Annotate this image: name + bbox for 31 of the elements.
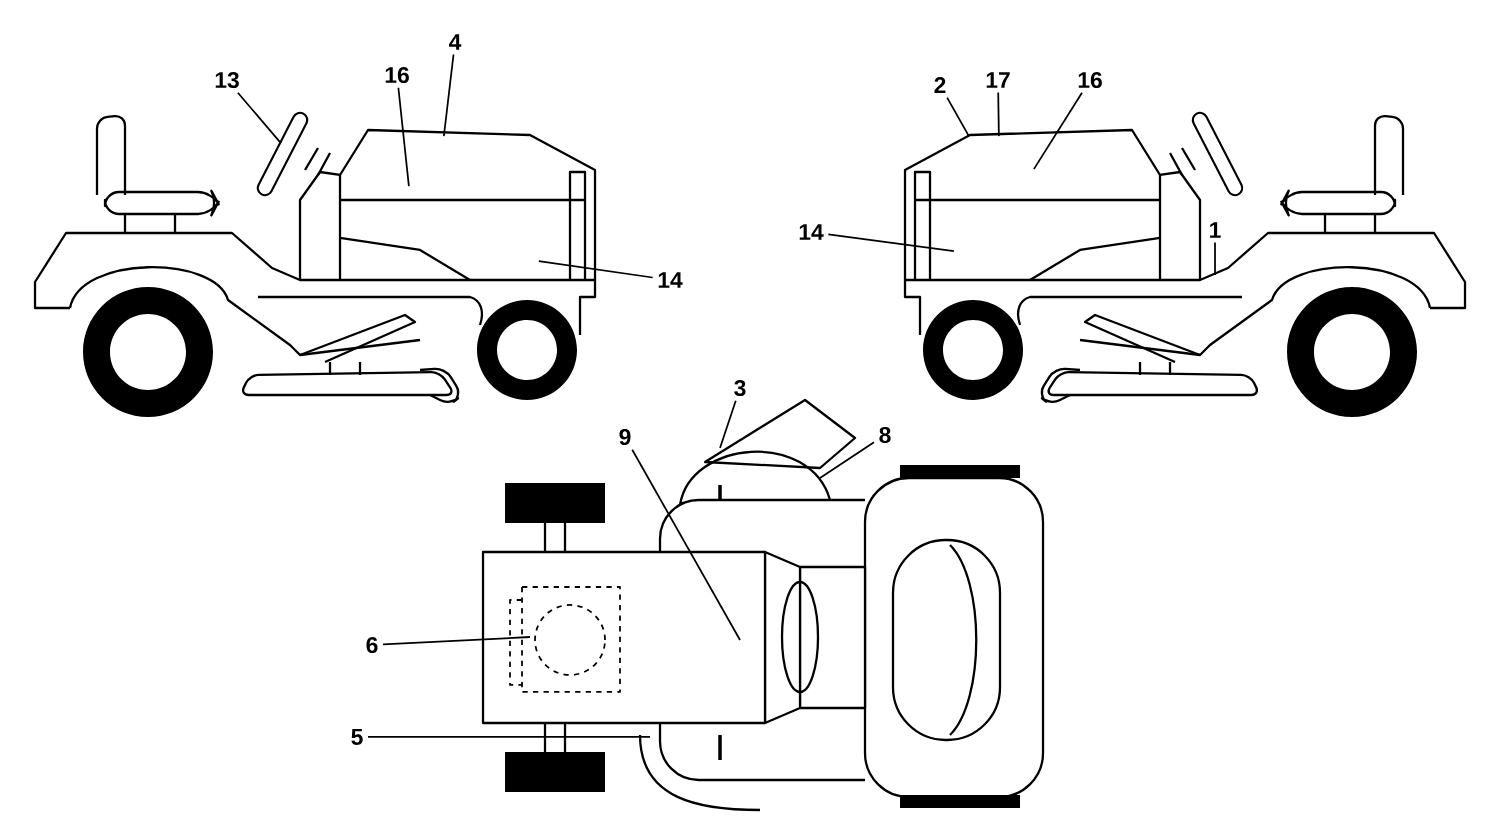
- hood-drawing: [903, 128, 1162, 281]
- leader-line: [827, 233, 955, 252]
- leader-line: [946, 96, 970, 137]
- callout-number: 17: [986, 72, 1010, 88]
- callout-number: 5: [351, 729, 363, 745]
- leader-line: [1214, 241, 1216, 276]
- callout-number: 14: [799, 224, 824, 240]
- callout-number: 16: [385, 66, 409, 84]
- leader-line: [397, 86, 410, 187]
- callout-number: 8: [879, 426, 891, 444]
- leader-line: [538, 260, 654, 279]
- callout-number: 4: [449, 34, 462, 50]
- hood-drawing: [338, 128, 597, 281]
- callout-number: 3: [734, 379, 746, 397]
- leader-line: [997, 91, 1000, 137]
- callout-number: 13: [215, 71, 239, 89]
- callout-number: 1: [1210, 222, 1221, 238]
- leader-line: [382, 636, 531, 646]
- callout-number: 14: [658, 272, 683, 288]
- leader-line: [1033, 91, 1083, 170]
- leader-line: [237, 91, 282, 144]
- leader-line: [819, 441, 875, 479]
- leader-line: [631, 448, 741, 641]
- callout-number: 16: [1078, 71, 1102, 89]
- leader-line: [443, 53, 455, 137]
- leader-line: [719, 399, 737, 449]
- callout-number: 6: [366, 636, 378, 654]
- steering-wheel-drawing: [256, 111, 309, 197]
- callout-number: 9: [619, 428, 631, 446]
- callout-number: 2: [934, 77, 946, 93]
- leader-line: [367, 736, 651, 738]
